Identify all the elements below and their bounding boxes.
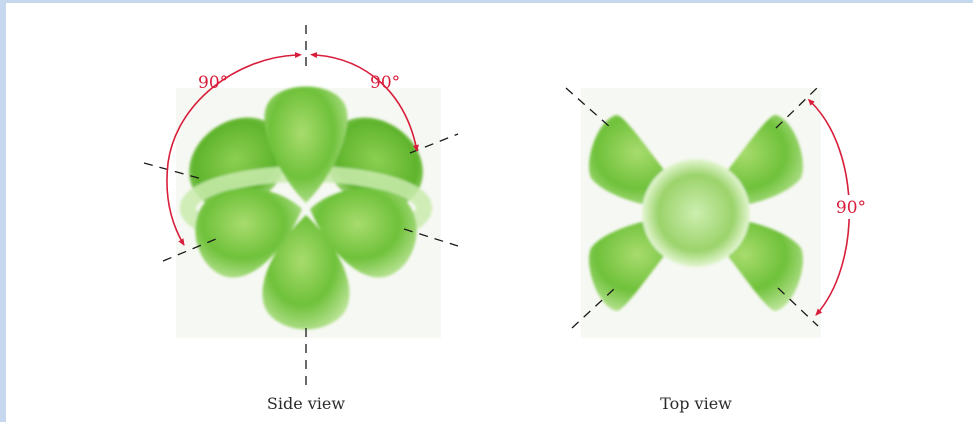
top-angle-label: 90°	[836, 198, 866, 218]
top-center-ring	[642, 159, 750, 267]
side-view: 90° 90° Side view	[144, 25, 458, 413]
top-view-caption: Top view	[660, 394, 732, 413]
side-angle-label-right: 90°	[370, 73, 400, 93]
orbital-diagram: 90° 90° Side view 90° Top view	[6, 3, 973, 425]
side-angle-label-left: 90°	[198, 73, 228, 93]
top-view: 90° Top view	[566, 87, 869, 413]
side-view-caption: Side view	[267, 394, 346, 413]
